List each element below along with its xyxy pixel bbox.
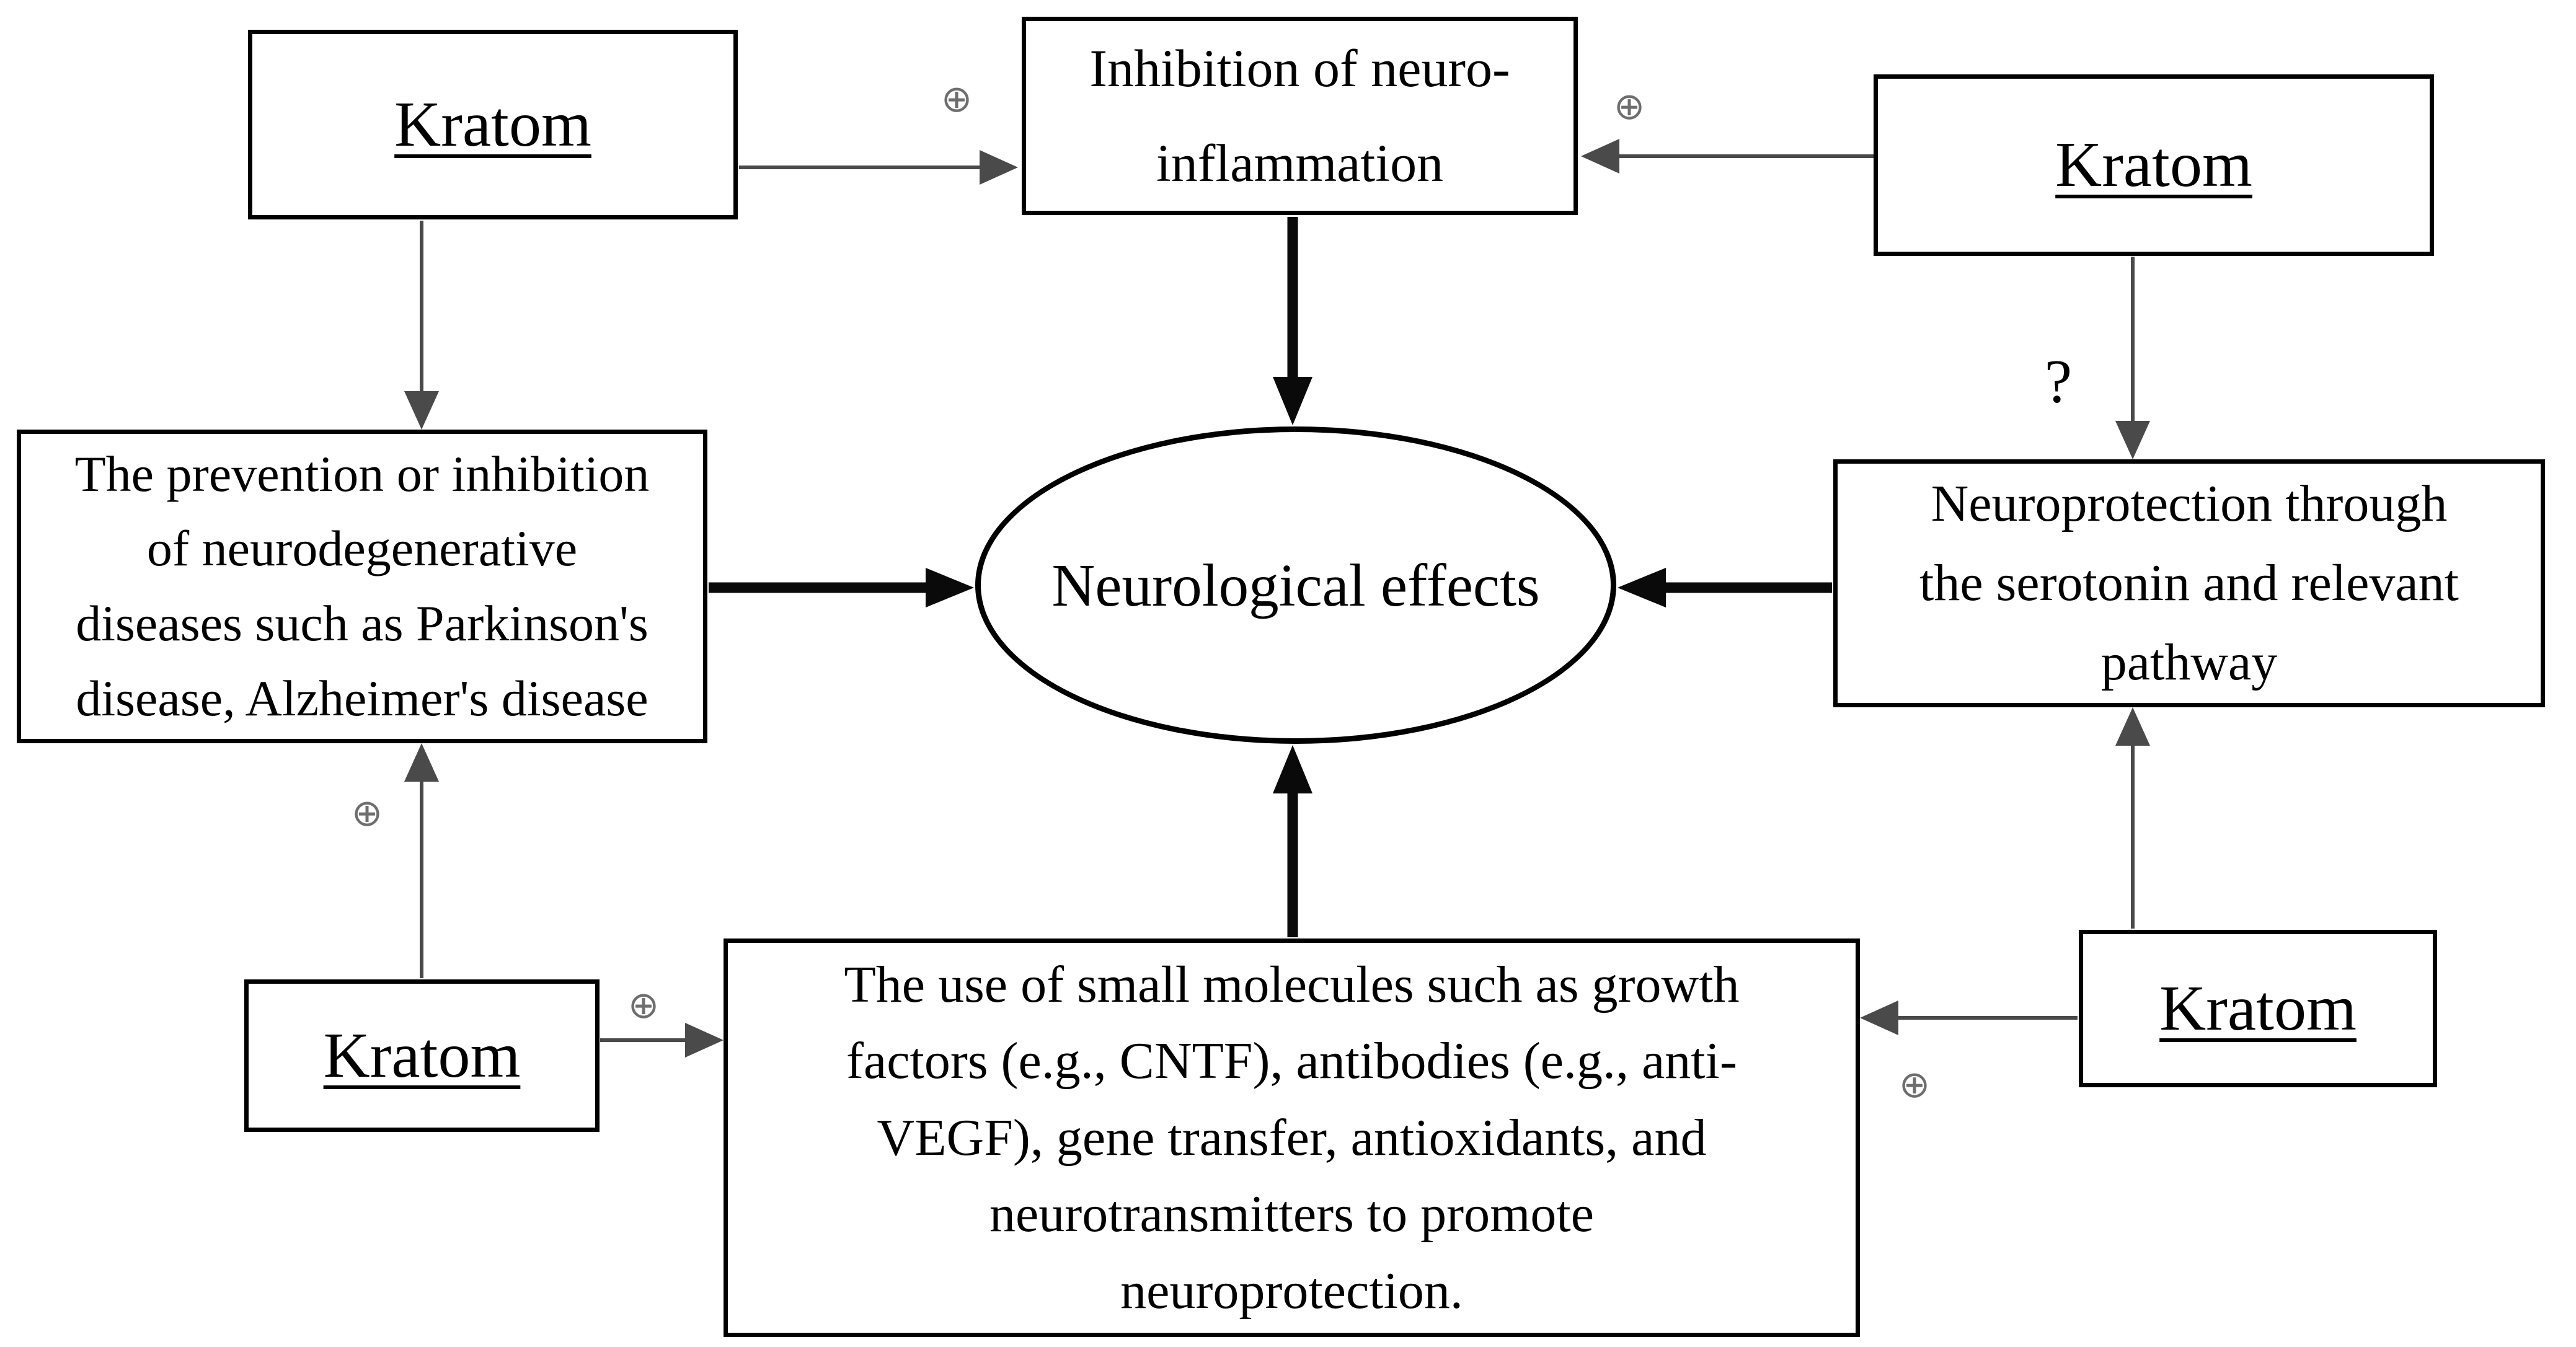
node-kratom-bottom-right: Kratom — [2079, 930, 2437, 1087]
small-molecules-line: VEGF), gene transfer, antioxidants, and — [877, 1108, 1707, 1167]
kratom-bottom-right-label: Kratom — [2159, 972, 2357, 1044]
node-kratom-bottom-left: Kratom — [244, 979, 600, 1132]
inhibition-line: inflammation — [1156, 133, 1444, 193]
small-molecules-line: The use of small molecules such as growt… — [844, 955, 1740, 1014]
node-kratom-top-left: Kratom — [248, 30, 738, 219]
node-kratom-top-right: Kratom — [1874, 74, 2434, 256]
node-neurological-effects: Neurological effects — [975, 426, 1616, 744]
prevention-line: disease, Alzheimer's disease — [76, 669, 648, 726]
plus-sign-top-right: ⊕ — [1613, 85, 1645, 128]
neuroprotection-line: the serotonin and relevant — [1919, 554, 2459, 612]
node-prevention-of-neurodegenerative-diseases: The prevention or inhibition of neurodeg… — [17, 430, 707, 743]
node-neuroprotection-serotonin-pathway: Neuroprotection through the serotonin an… — [1833, 459, 2545, 707]
small-molecules-line: factors (e.g., CNTF), antibodies (e.g., … — [846, 1032, 1737, 1090]
node-small-molecules-neuroprotection: The use of small molecules such as growt… — [724, 938, 1860, 1337]
plus-sign-top-left: ⊕ — [941, 77, 973, 121]
prevention-line: diseases such as Parkinson's — [76, 595, 648, 651]
plus-sign-bottom-left: ⊕ — [627, 984, 660, 1027]
question-mark: ? — [2044, 347, 2073, 416]
plus-sign-bottom-right: ⊕ — [1898, 1063, 1931, 1106]
kratom-bottom-left-label: Kratom — [323, 1019, 521, 1091]
kratom-top-left-label: Kratom — [394, 88, 591, 160]
small-molecules-line: neurotransmitters to promote — [989, 1185, 1595, 1243]
plus-sign-mid-left: ⊕ — [351, 792, 383, 835]
node-inhibition-of-neuroinflammation: Inhibition of neuro- inflammation — [1022, 17, 1578, 215]
neuroprotection-line: pathway — [2100, 633, 2278, 691]
prevention-line: of neurodegenerative — [146, 520, 578, 577]
small-molecules-line: neuroprotection. — [1120, 1261, 1463, 1320]
neuroprotection-line: Neuroprotection through — [1931, 475, 2448, 533]
inhibition-line: Inhibition of neuro- — [1089, 38, 1510, 98]
kratom-top-right-label: Kratom — [2055, 129, 2252, 201]
prevention-line: The prevention or inhibition — [74, 445, 650, 502]
neurological-effects-label: Neurological effects — [1051, 552, 1540, 619]
